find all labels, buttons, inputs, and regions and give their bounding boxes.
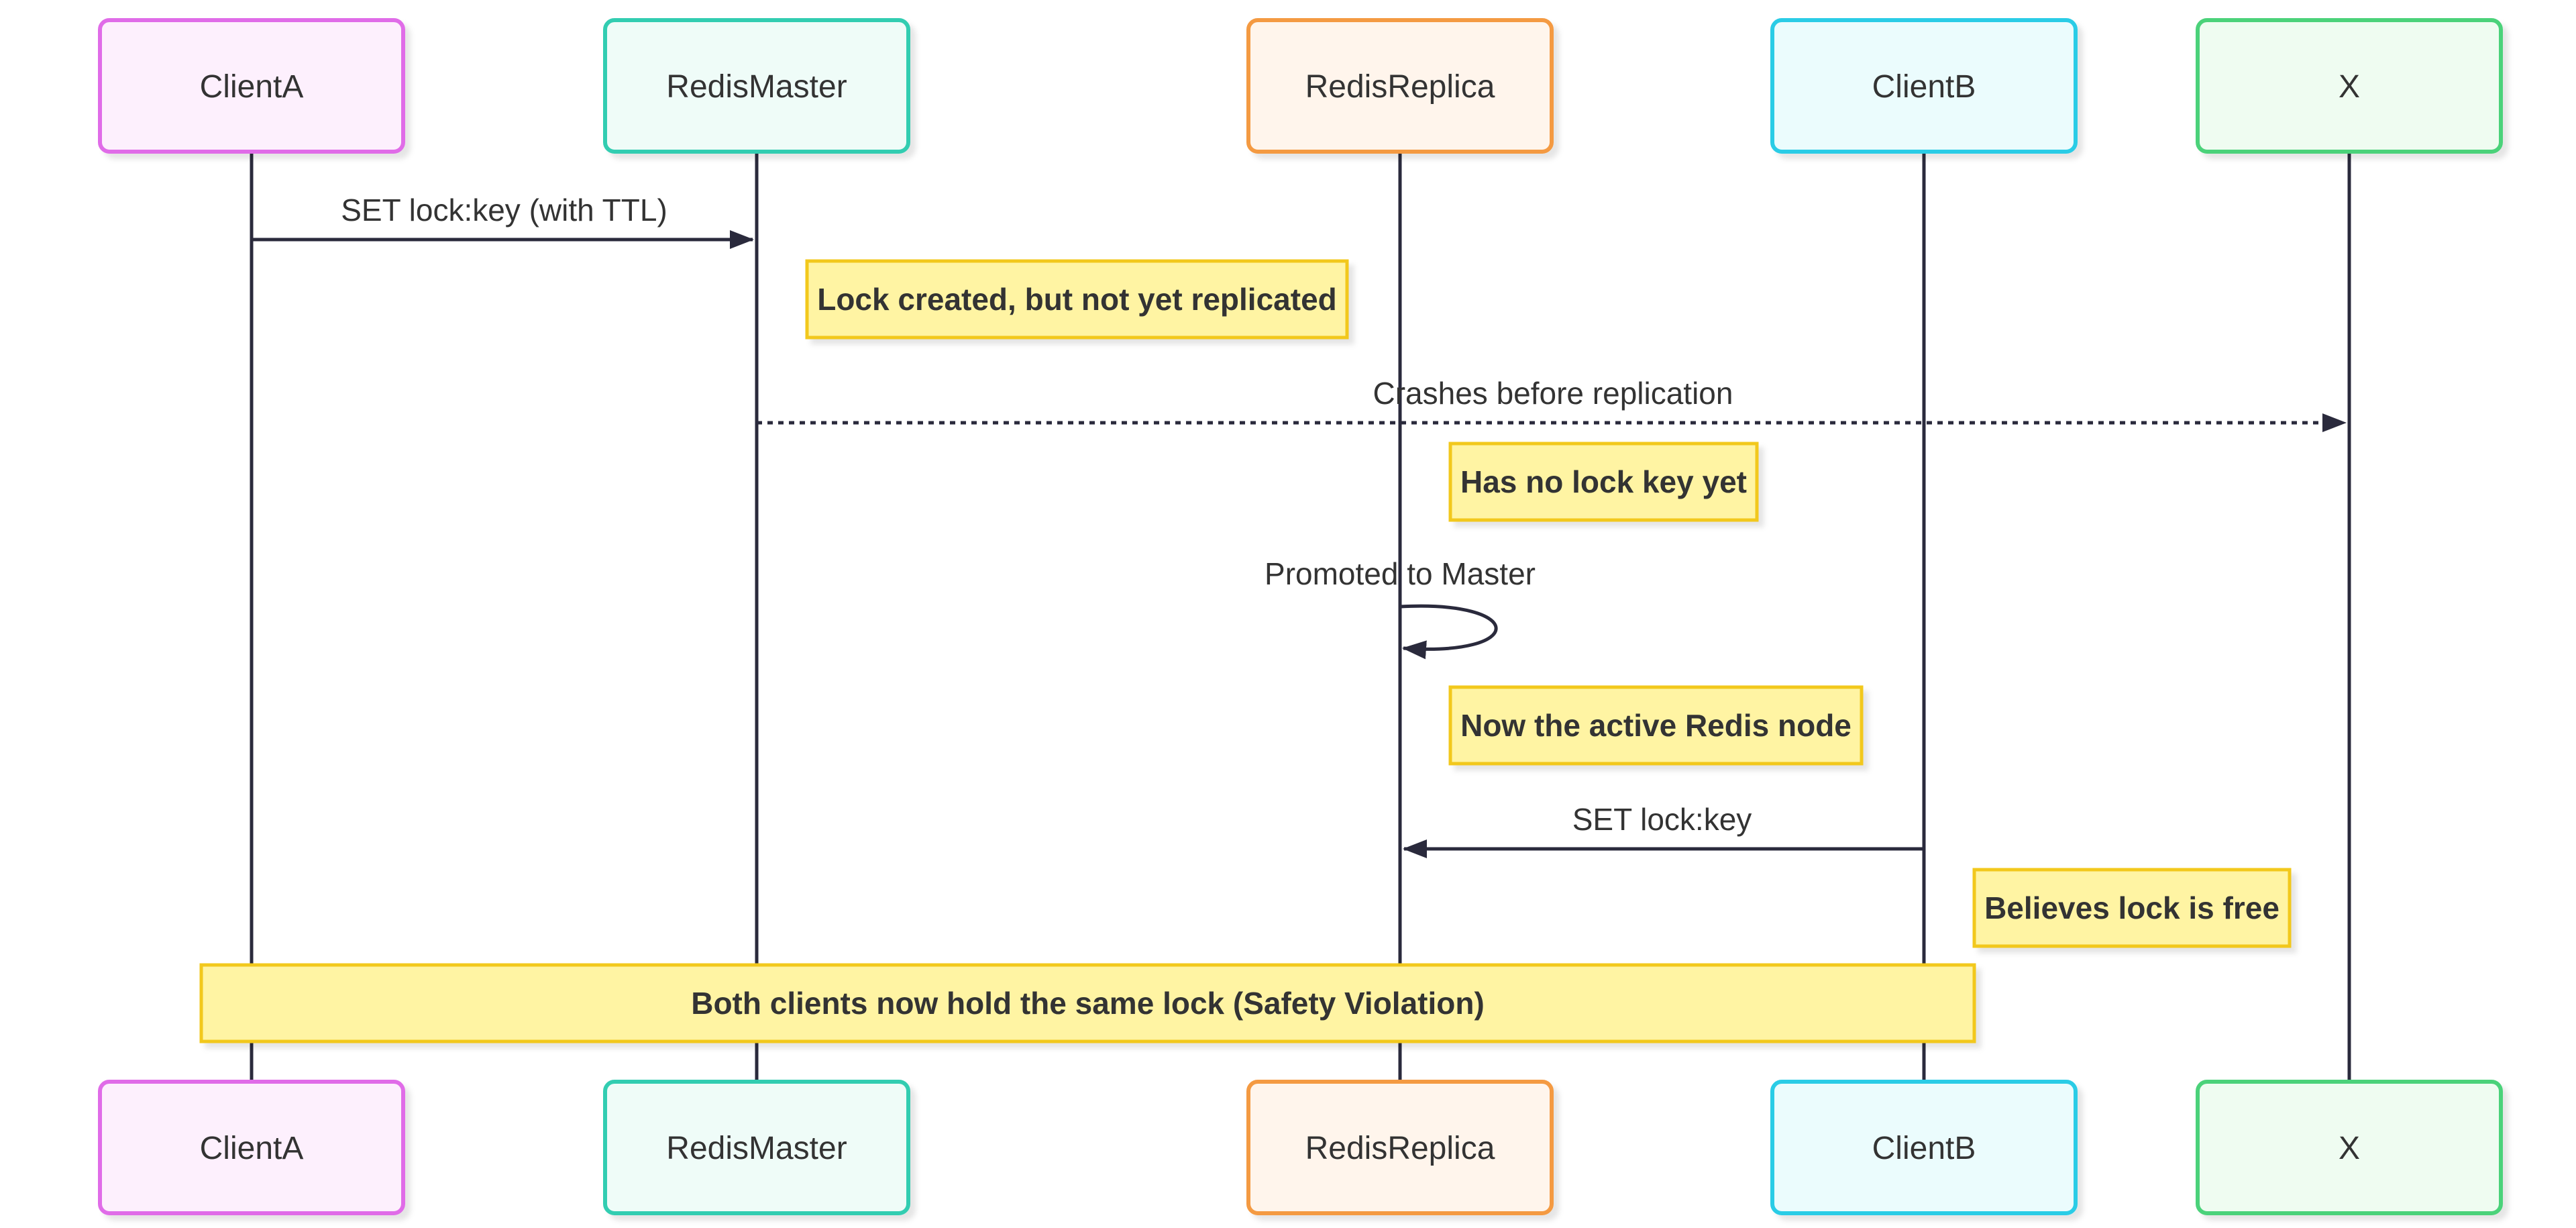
actor-box: [2196, 18, 2503, 154]
actor-box: [603, 1080, 910, 1215]
actor-redisreplica-bottom: RedisReplica: [1246, 1080, 1554, 1215]
note-lock-created-but-not-yet-replicated: Lock created, but not yet replicated: [805, 259, 1349, 340]
message-promoted-to-master: Promoted to Master: [1265, 556, 1536, 660]
note-box: [199, 963, 1976, 1043]
actor-redismaster-top: RedisMaster: [603, 18, 910, 154]
note-box: [805, 259, 1349, 340]
actor-box: [1770, 1080, 2078, 1215]
message-label: Promoted to Master: [1265, 556, 1536, 591]
actor-redismaster-bottom: RedisMaster: [603, 1080, 910, 1215]
actor-label: ClientA: [200, 69, 304, 105]
actor-label: ClientB: [1872, 69, 1976, 105]
actor-box: [98, 1080, 405, 1215]
note-both-clients-now-hold-the-same-lock-safe: Both clients now hold the same lock (Saf…: [199, 963, 1976, 1043]
message-crashes-before-replication: Crashes before replication: [757, 376, 2347, 432]
actor-label: ClientB: [1872, 1131, 1976, 1166]
actor-box: [1246, 18, 1554, 154]
actor-redisreplica-top: RedisReplica: [1246, 18, 1554, 154]
actor-x-bottom: X: [2196, 1080, 2503, 1215]
note-box: [1448, 685, 1864, 766]
note-box: [1448, 442, 1759, 522]
actor-label: RedisReplica: [1305, 1131, 1495, 1166]
note-label: Has no lock key yet: [1460, 464, 1747, 499]
actor-label: RedisMaster: [666, 69, 847, 105]
message-label: SET lock:key: [1572, 802, 1752, 837]
message-label: SET lock:key (with TTL): [341, 193, 667, 227]
actor-box: [1770, 18, 2078, 154]
note-now-the-active-redis-node: Now the active Redis node: [1448, 685, 1864, 766]
actor-clientb-top: ClientB: [1770, 18, 2078, 154]
note-label: Believes lock is free: [1984, 890, 2279, 925]
note-label: Lock created, but not yet replicated: [817, 282, 1337, 317]
actor-label: RedisMaster: [666, 1131, 847, 1166]
note-label: Both clients now hold the same lock (Saf…: [691, 986, 1485, 1021]
actor-label: X: [2339, 69, 2360, 105]
message-set-lock-key-with-ttl: SET lock:key (with TTL): [252, 193, 754, 249]
message-set-lock-key: SET lock:key: [1403, 802, 1924, 858]
message-label: Crashes before replication: [1373, 376, 1733, 411]
actor-clienta-bottom: ClientA: [98, 1080, 405, 1215]
note-has-no-lock-key-yet: Has no lock key yet: [1448, 442, 1759, 522]
actor-clientb-bottom: ClientB: [1770, 1080, 2078, 1215]
note-believes-lock-is-free: Believes lock is free: [1972, 868, 2292, 948]
actor-x-top: X: [2196, 18, 2503, 154]
actor-box: [2196, 1080, 2503, 1215]
self-arrow: [1399, 604, 1498, 660]
actor-label: X: [2339, 1131, 2360, 1166]
note-box: [1972, 868, 2292, 948]
actor-label: RedisReplica: [1305, 69, 1495, 105]
actor-box: [1246, 1080, 1554, 1215]
actor-box: [603, 18, 910, 154]
actor-label: ClientA: [200, 1131, 304, 1166]
note-label: Now the active Redis node: [1460, 708, 1851, 743]
actor-box: [98, 18, 405, 154]
actor-clienta-top: ClientA: [98, 18, 405, 154]
